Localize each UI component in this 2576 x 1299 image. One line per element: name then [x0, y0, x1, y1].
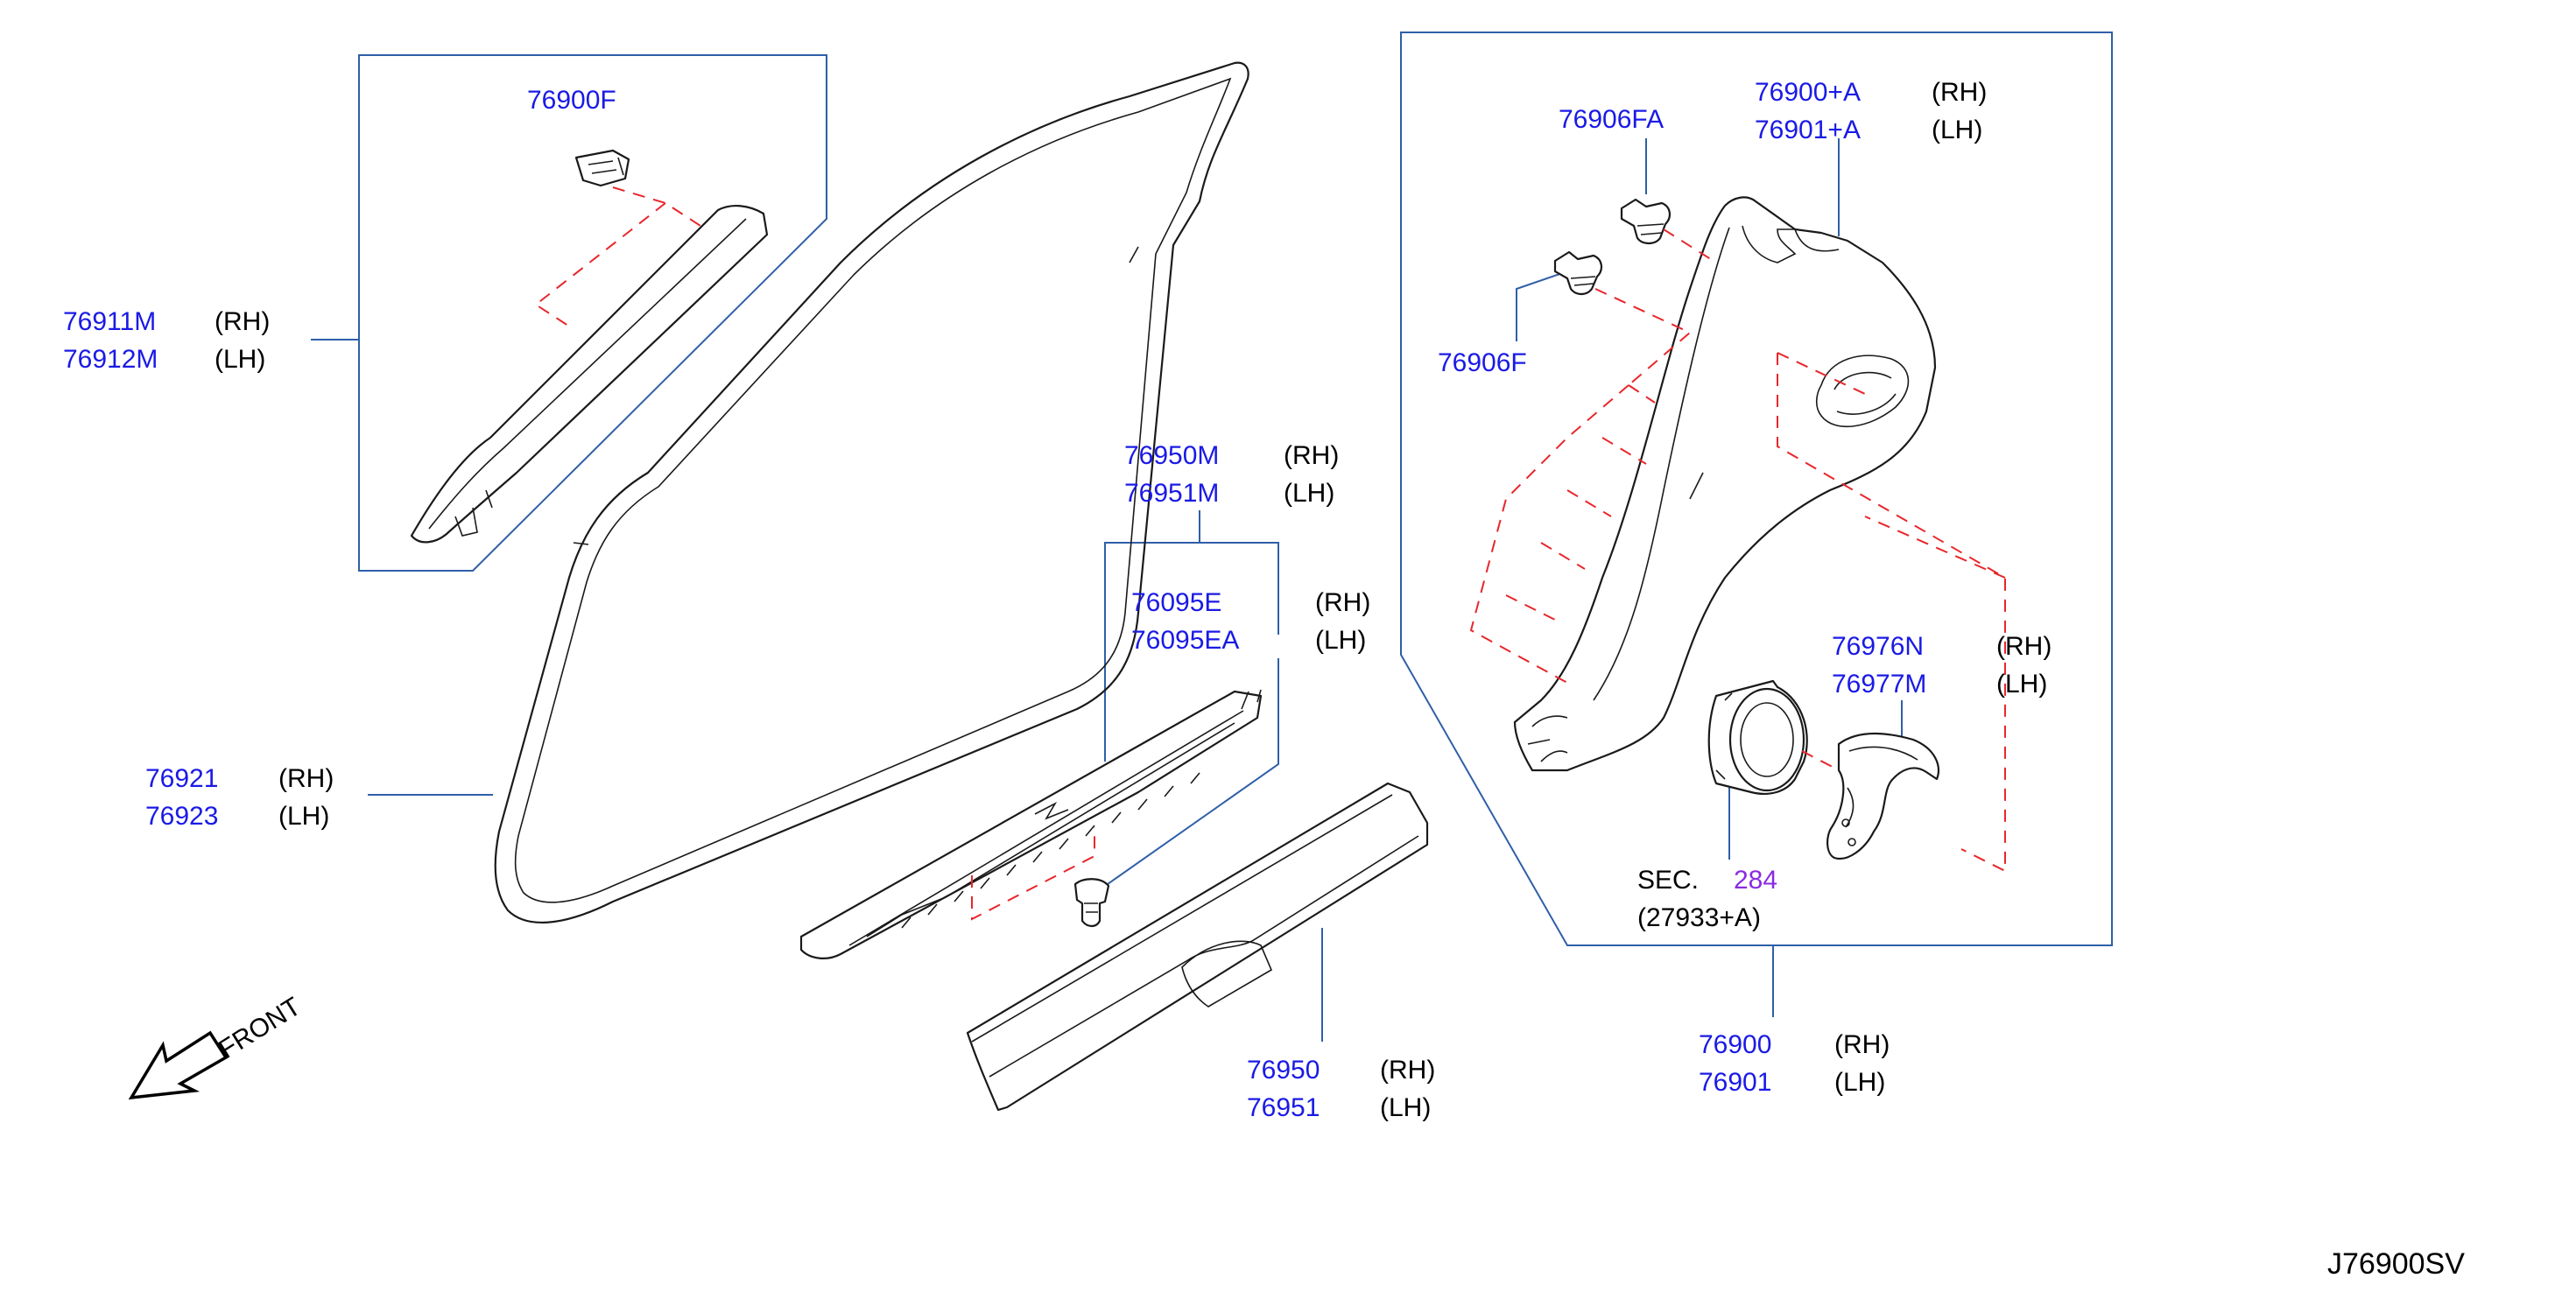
label-front: FRONT	[214, 992, 306, 1064]
dash-76906fa	[1663, 228, 1717, 263]
clip-76906f	[1553, 250, 1602, 296]
label-76911m-side: (RH)	[215, 307, 270, 336]
label-76095e-side: (RH)	[1315, 588, 1370, 617]
front-arrow-icon	[128, 1030, 229, 1100]
dash-76900f	[534, 186, 701, 328]
label-76900-side: (RH)	[1834, 1030, 1890, 1059]
upper-pillar-frame	[358, 54, 827, 572]
dash-76095e	[971, 827, 1095, 921]
label-76906f: 76906F	[1438, 348, 1527, 377]
label-76977m: 76977M	[1832, 670, 1926, 699]
bracket-76976n	[1826, 733, 1939, 860]
label-sec-number[interactable]: 284	[1734, 866, 1777, 895]
label-76901a: 76901+A	[1755, 116, 1861, 144]
label-76977m-side: (LH)	[1996, 670, 2047, 699]
label-76950-side: (RH)	[1380, 1056, 1435, 1085]
label-76912m-side: (LH)	[215, 345, 265, 374]
label-76912m: 76912M	[63, 345, 158, 374]
pillar-finisher-76911m	[410, 205, 769, 544]
label-76901a-side: (LH)	[1932, 116, 1982, 144]
kicking-plate-76950	[966, 782, 1429, 1112]
rear-pillar-trim-76900a	[1513, 196, 1937, 772]
label-76901-side: (LH)	[1834, 1068, 1885, 1097]
clip-76900f	[574, 149, 630, 187]
label-76900f: 76900F	[527, 86, 616, 115]
label-76976n-side: (RH)	[1996, 632, 2052, 661]
label-76095ea: 76095EA	[1131, 626, 1239, 655]
dash-speaker-hole	[1777, 352, 2006, 873]
weatherstrip-76921	[494, 61, 1249, 923]
rear-trim-frame	[1400, 32, 2113, 946]
clip-76095e	[1073, 878, 1110, 928]
leader-76095e	[1107, 658, 1279, 885]
label-sec-sub: (27933+A)	[1637, 903, 1761, 932]
label-76095ea-side: (LH)	[1315, 626, 1366, 655]
label-76950: 76950	[1247, 1056, 1320, 1085]
label-76923-side: (LH)	[278, 802, 329, 831]
label-76911m: 76911M	[63, 307, 156, 336]
dash-76906f	[1469, 288, 1692, 684]
label-76951m: 76951M	[1124, 479, 1219, 508]
label-76951: 76951	[1247, 1093, 1320, 1122]
label-76951m-side: (LH)	[1284, 479, 1334, 508]
label-sec: SEC.	[1637, 866, 1699, 895]
speaker-sec284	[1707, 679, 1808, 795]
label-76950m: 76950M	[1124, 441, 1219, 470]
leader-76950m	[1104, 542, 1279, 762]
label-76923: 76923	[145, 802, 218, 831]
label-76976n: 76976N	[1832, 632, 1924, 661]
label-76921-side: (RH)	[278, 764, 334, 793]
label-76900: 76900	[1699, 1030, 1771, 1059]
kicking-plate-76950m	[799, 689, 1263, 959]
label-76901: 76901	[1699, 1068, 1771, 1097]
leader-76906f	[1516, 270, 1568, 341]
clip-76906fa	[1620, 198, 1671, 245]
label-76900a: 76900+A	[1755, 78, 1861, 107]
label-76950m-side: (RH)	[1284, 441, 1339, 470]
label-76921: 76921	[145, 764, 218, 793]
label-76900a-side: (RH)	[1932, 78, 1987, 107]
label-76951-side: (LH)	[1380, 1093, 1431, 1122]
label-76906fa: 76906FA	[1559, 105, 1664, 134]
diagram-code: J76900SV	[2327, 1247, 2465, 1281]
label-76095e: 76095E	[1131, 588, 1221, 617]
